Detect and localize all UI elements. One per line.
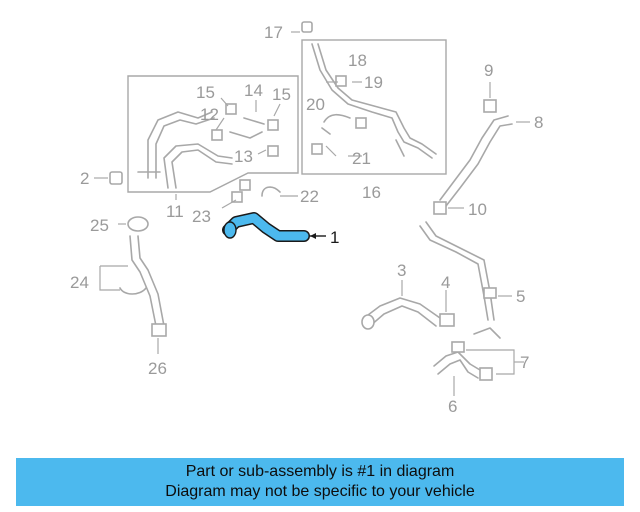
callout-20[interactable]: 20: [306, 95, 325, 114]
part-4-clamp: [439, 290, 455, 327]
callout-10[interactable]: 10: [468, 200, 487, 219]
callout-13[interactable]: 13: [234, 147, 253, 166]
callout-5[interactable]: 5: [516, 287, 525, 306]
part-24-26-hose: [99, 235, 167, 354]
callout-15-right[interactable]: 15: [272, 85, 291, 104]
group-box-16: [301, 39, 447, 175]
callout-2[interactable]: 2: [80, 169, 89, 188]
part-2-clamp: [94, 171, 123, 185]
callout-4[interactable]: 4: [441, 273, 450, 292]
parts-diagram: 1 2 3 4 5 6 7 8 9 10 11 12 13 14 15 15 1…: [70, 21, 543, 416]
callout-21[interactable]: 21: [352, 149, 371, 168]
callout-19[interactable]: 19: [364, 73, 383, 92]
footer-line-part-number: Part or sub-assembly is #1 in diagram: [185, 463, 455, 480]
callout-7[interactable]: 7: [520, 353, 529, 372]
callout-26[interactable]: 26: [148, 359, 167, 378]
callout-6[interactable]: 6: [448, 397, 457, 416]
callout-8[interactable]: 8: [534, 113, 543, 132]
footer-line-disclaimer: Diagram may not be specific to your vehi…: [165, 483, 475, 500]
callout-1[interactable]: 1: [330, 228, 339, 247]
part-5-pipe: [419, 221, 512, 339]
callout-16[interactable]: 16: [362, 183, 381, 202]
callout-14[interactable]: 14: [244, 81, 263, 100]
part-17-clamp: [291, 21, 313, 33]
callout-24[interactable]: 24: [70, 273, 89, 292]
part-1-hose-highlighted: [222, 212, 326, 242]
callout-17[interactable]: 17: [264, 23, 283, 42]
callout-9[interactable]: 9: [484, 61, 493, 80]
part-6-7-hose: [433, 341, 524, 396]
part-8-10-hose: [433, 82, 530, 215]
callout-11[interactable]: 11: [166, 202, 184, 221]
part-3-hose: [361, 280, 441, 330]
callout-25[interactable]: 25: [90, 216, 109, 235]
callout-15-left[interactable]: 15: [196, 83, 215, 102]
callout-22[interactable]: 22: [300, 187, 319, 206]
group-box-11: [127, 75, 299, 193]
part-25-cap: [118, 216, 149, 232]
callout-23[interactable]: 23: [192, 207, 211, 226]
part-11-hose-assembly: [137, 97, 281, 200]
callout-3[interactable]: 3: [397, 261, 406, 280]
footer-banner: Part or sub-assembly is #1 in diagram Di…: [16, 458, 624, 506]
callout-18[interactable]: 18: [348, 51, 367, 70]
callout-12[interactable]: 12: [200, 105, 219, 124]
part-22-23-small-parts: [221, 179, 298, 209]
part-16-hose-assembly: [311, 43, 437, 159]
